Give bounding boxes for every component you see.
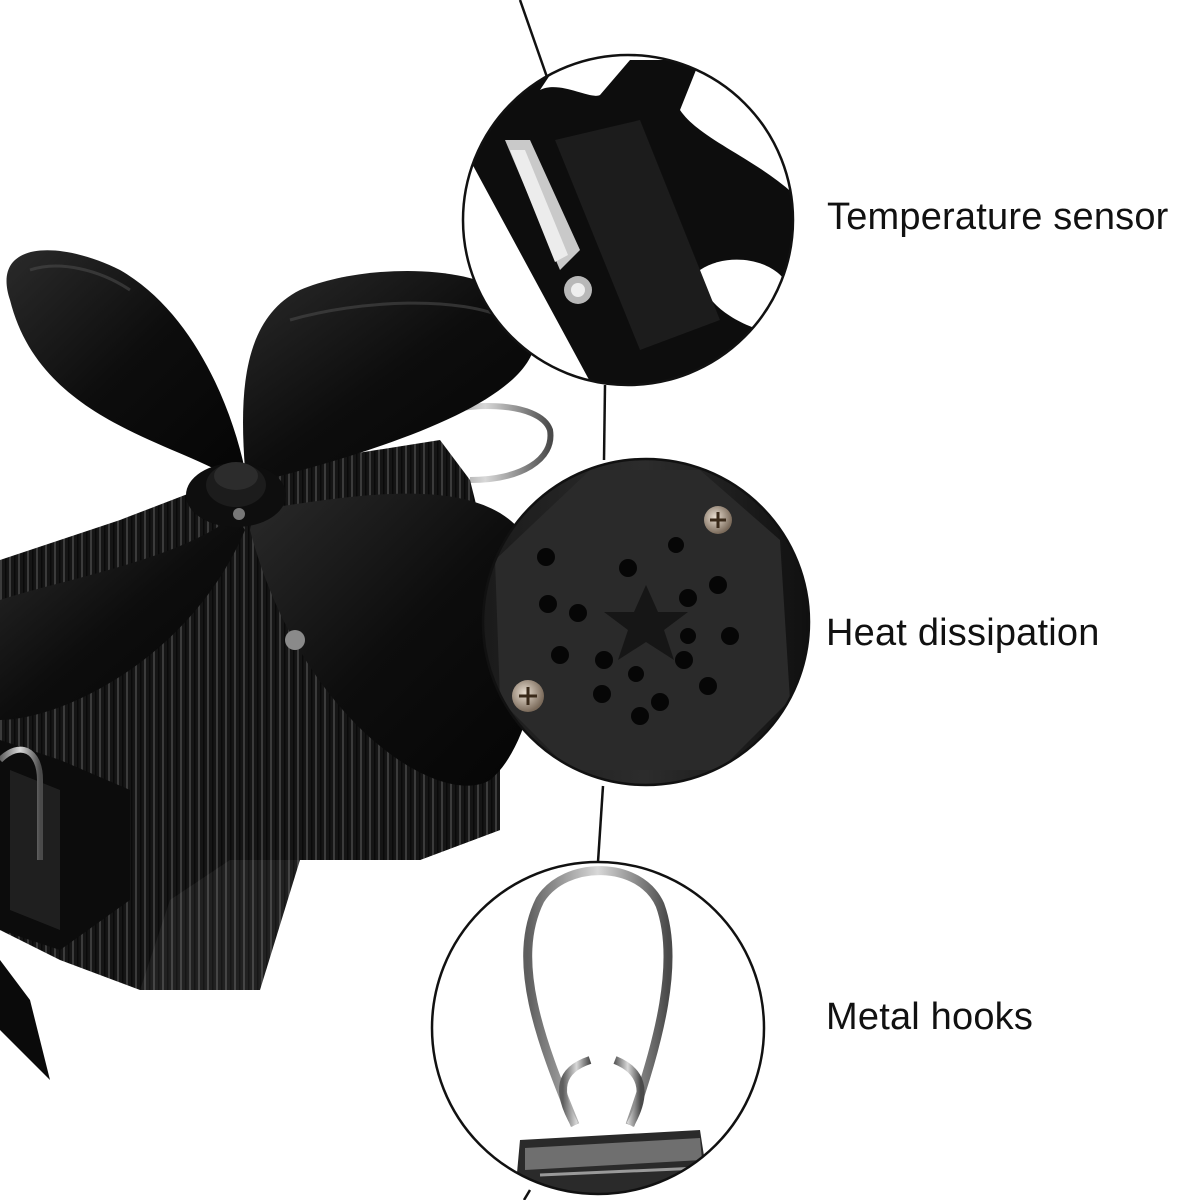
label-temperature-sensor: Temperature sensor [827, 196, 1169, 238]
detail-metal-hooks [430, 860, 766, 1196]
detail-temperature-sensor [461, 53, 795, 387]
detail-heat-dissipation [481, 457, 811, 787]
stove-fan [0, 250, 554, 1080]
label-heat-dissipation: Heat dissipation [826, 612, 1100, 654]
label-metal-hooks: Metal hooks [826, 996, 1034, 1038]
connector-lines [518, 0, 607, 1200]
